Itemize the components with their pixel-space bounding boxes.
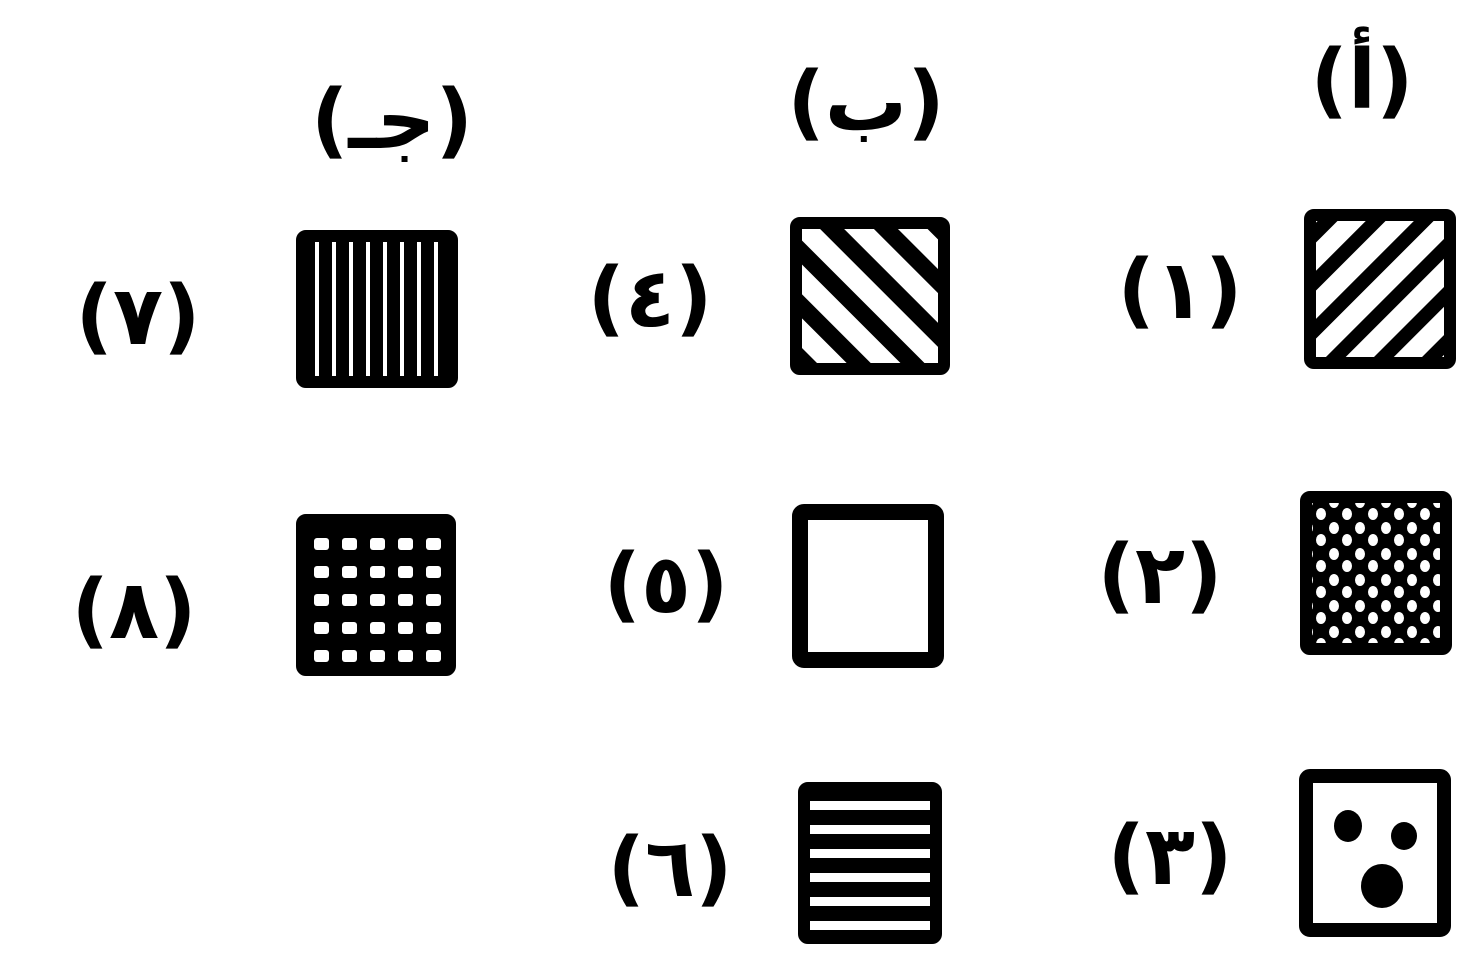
swatch-4-diagonal-hatch — [796, 223, 944, 369]
label-4: (٤) — [587, 251, 712, 346]
label-7: (٧) — [75, 269, 200, 364]
label-6: (٦) — [607, 821, 732, 916]
swatch-3-sparse-blobs — [1306, 776, 1444, 930]
label-8: (٨) — [71, 563, 196, 658]
column-header-c: (جـ) — [311, 73, 473, 168]
column-header-b: (ب) — [787, 55, 944, 150]
swatch-2-dense-dots — [1306, 497, 1446, 649]
swatch-6-horizontal-lines — [804, 788, 936, 938]
column-header-a: (أ) — [1310, 26, 1413, 128]
label-3: (٣) — [1107, 809, 1232, 904]
label-5: (٥) — [603, 537, 728, 632]
label-1: (١) — [1117, 243, 1242, 338]
label-2: (٢) — [1097, 528, 1222, 623]
swatch-8-grid-cells — [302, 520, 450, 670]
swatch-1-diagonal-hatch — [1310, 215, 1450, 363]
swatch-7-vertical-lines — [302, 236, 452, 382]
swatch-5-blank — [800, 512, 936, 660]
